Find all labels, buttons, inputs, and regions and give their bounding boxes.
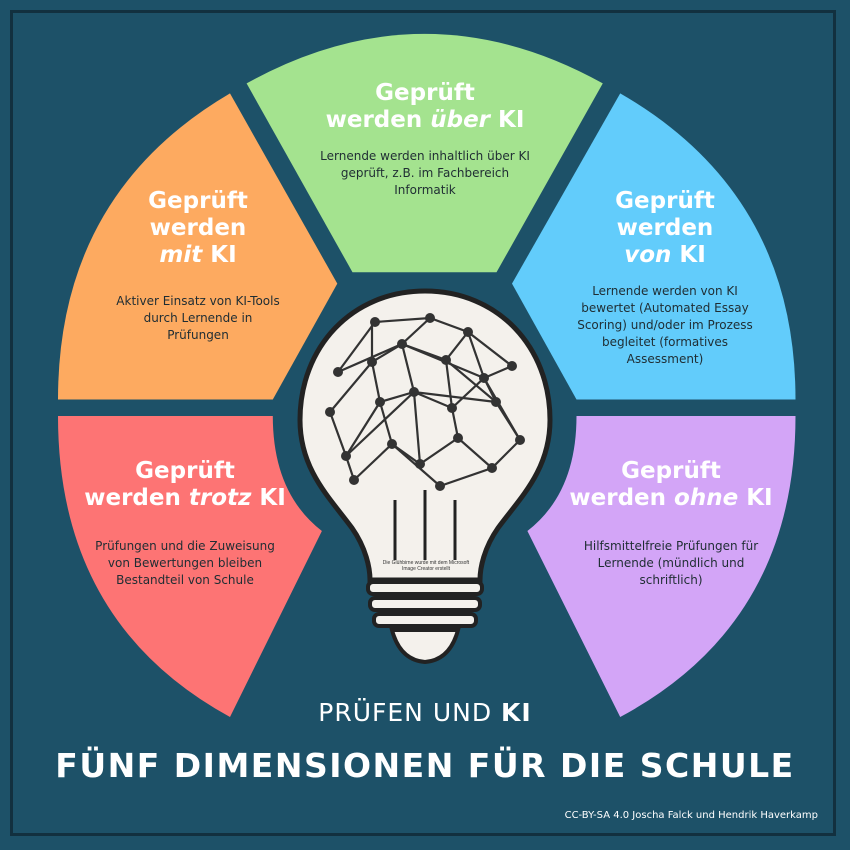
segment-mit (58, 93, 338, 400)
segment-ueber-description: Lernende werden inhaltlich über KI geprü… (320, 149, 530, 197)
segment-trotz-description: Prüfungen und die Zuweisung von Bewertun… (95, 539, 275, 587)
segment-von-text: Geprüft werden von KI Lernende werden vo… (570, 188, 760, 368)
segment-ohne-description: Hilfsmittelfreie Prüfungen für Lernende … (583, 539, 759, 587)
heading-main: FÜNF DIMENSIONEN FÜR DIE SCHULE (55, 746, 795, 785)
segment-mit-title: Geprüft werden mit KI (148, 188, 248, 268)
segment-mit-description: Aktiver Einsatz von KI-Tools durch Lerne… (116, 294, 280, 342)
heading-subtitle: PRÜFEN UND KI (318, 698, 532, 727)
segment-trotz (58, 416, 322, 717)
border-frame (10, 10, 836, 836)
segment-von-title: Geprüft werden von KI (615, 188, 715, 268)
lightbulb-icon (297, 288, 553, 665)
segment-ueber (246, 33, 603, 273)
segment-trotz-title: Geprüft werden trotz KI (84, 458, 286, 511)
segment-mit-text: Geprüft werden mit KI Aktiver Einsatz vo… (98, 188, 298, 344)
segment-ueber-title: Geprüft werden über KI (325, 80, 525, 133)
bulb-image-note: Die Glühbirne wurde mit dem Microsoft Im… (382, 560, 470, 572)
segment-trotz-text: Geprüft werden trotz KI Prüfungen und di… (70, 458, 300, 589)
segment-von (512, 93, 796, 400)
segment-von-description: Lernende werden von KI bewertet (Automat… (577, 284, 753, 366)
segment-ohne-text: Geprüft werden ohne KI Hilfsmittelfreie … (556, 458, 786, 589)
segment-ohne-title: Geprüft werden ohne KI (569, 458, 773, 511)
segment-ueber-text: Geprüft werden über KI Lernende werden i… (300, 80, 550, 199)
segment-ohne (527, 416, 796, 717)
license-credit: CC-BY-SA 4.0 Joscha Falck und Hendrik Ha… (564, 810, 818, 821)
